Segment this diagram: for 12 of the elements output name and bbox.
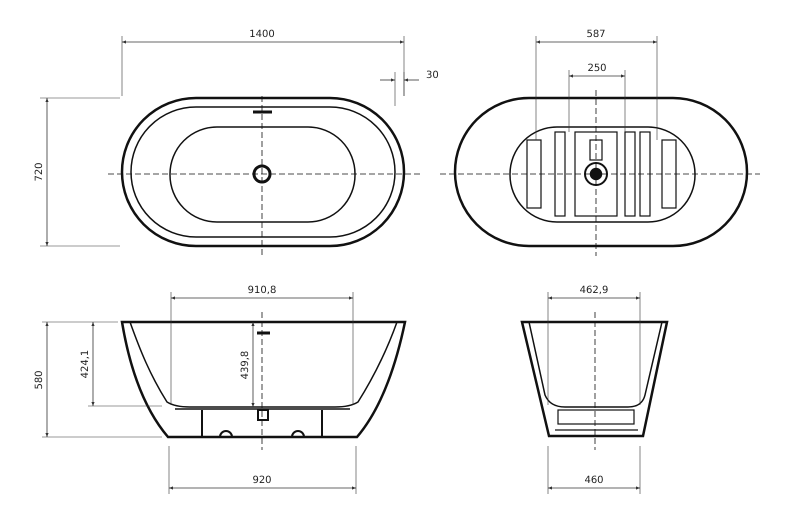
dimension-value: 580 [34, 370, 45, 390]
dimension-value: 30 [426, 70, 439, 81]
dimension-value: 460 [584, 475, 604, 486]
dimension-value: 720 [34, 162, 45, 182]
dimension-value: 462,9 [580, 285, 608, 296]
dimension-value: 587 [586, 29, 606, 40]
dimension-value: 920 [252, 475, 272, 486]
dimension-value: 250 [587, 63, 607, 74]
dimension-value: 439,8 [240, 350, 251, 380]
dimension-value: 1400 [249, 29, 275, 40]
dimension-value: 910,8 [248, 285, 276, 296]
dimension-value: 424,1 [80, 350, 91, 378]
